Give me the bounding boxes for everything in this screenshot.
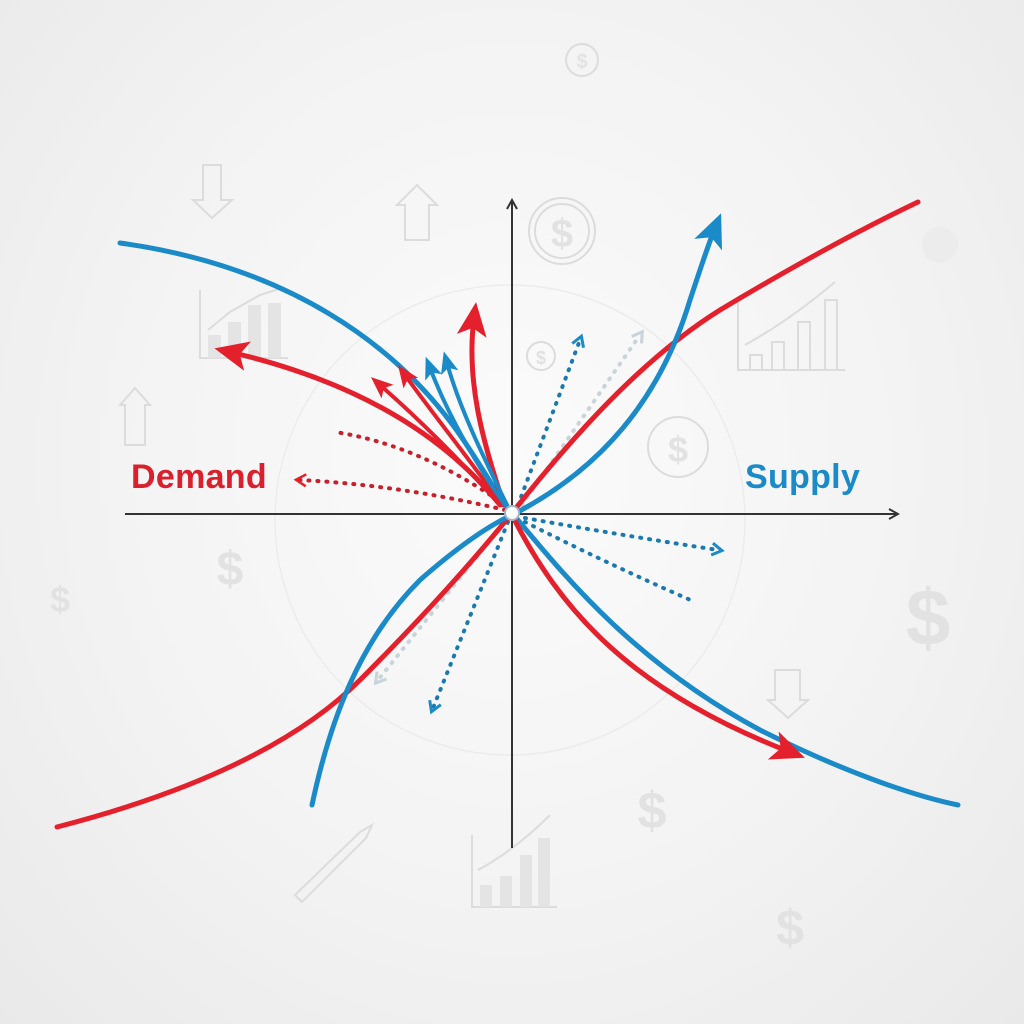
svg-text:$: $	[536, 348, 546, 368]
dollar-coin-icon: $	[565, 43, 599, 77]
dollar-sign-icon: $	[638, 782, 667, 840]
faint-dot-icon	[922, 227, 958, 263]
bar-chart-icon	[199, 287, 288, 359]
up-arrow-icon	[394, 183, 440, 241]
dollar-sign-icon: $	[217, 543, 244, 596]
demand-label: Demand	[131, 458, 267, 496]
dollar-coin-icon: $	[528, 197, 596, 265]
bar-chart-icon	[471, 814, 557, 908]
dotted-ray-demand	[333, 430, 507, 507]
demand-arrow-small	[370, 377, 502, 507]
down-arrow-icon	[765, 669, 811, 720]
dotted-ray-supply	[523, 516, 725, 557]
dollar-sign-icon: $	[50, 579, 70, 620]
supply-label: Supply	[745, 458, 861, 496]
dollar-sign-icon: $	[776, 900, 804, 956]
dollar-sign-icon: $	[906, 573, 951, 662]
bar-chart-icon	[737, 281, 845, 371]
down-arrow-icon	[190, 164, 235, 220]
pencil-icon	[293, 822, 375, 904]
dollar-coin-icon: $	[526, 341, 556, 371]
dotted-ray-supply	[516, 333, 585, 507]
faint-ring	[274, 284, 746, 756]
dotted-ray-demand	[293, 473, 507, 512]
demand-arrow-small	[398, 365, 504, 507]
supply-arrow-small	[425, 356, 507, 507]
equilibrium-point	[504, 505, 520, 521]
dotted-rays	[293, 329, 725, 715]
supply-arrow-small	[440, 351, 509, 507]
svg-text:$: $	[576, 51, 587, 73]
up-arrow-icon	[117, 386, 153, 446]
dotted-ray-gray	[373, 520, 507, 686]
dollar-coin-icon: $	[647, 416, 709, 478]
svg-text:$: $	[551, 212, 573, 256]
background-decorations: $ $ $ $	[50, 43, 958, 956]
supply-curve-descending	[117, 240, 961, 808]
dotted-ray-supply	[428, 520, 510, 715]
svg-text:$: $	[668, 429, 688, 470]
demand-arrow-descending	[509, 512, 805, 760]
